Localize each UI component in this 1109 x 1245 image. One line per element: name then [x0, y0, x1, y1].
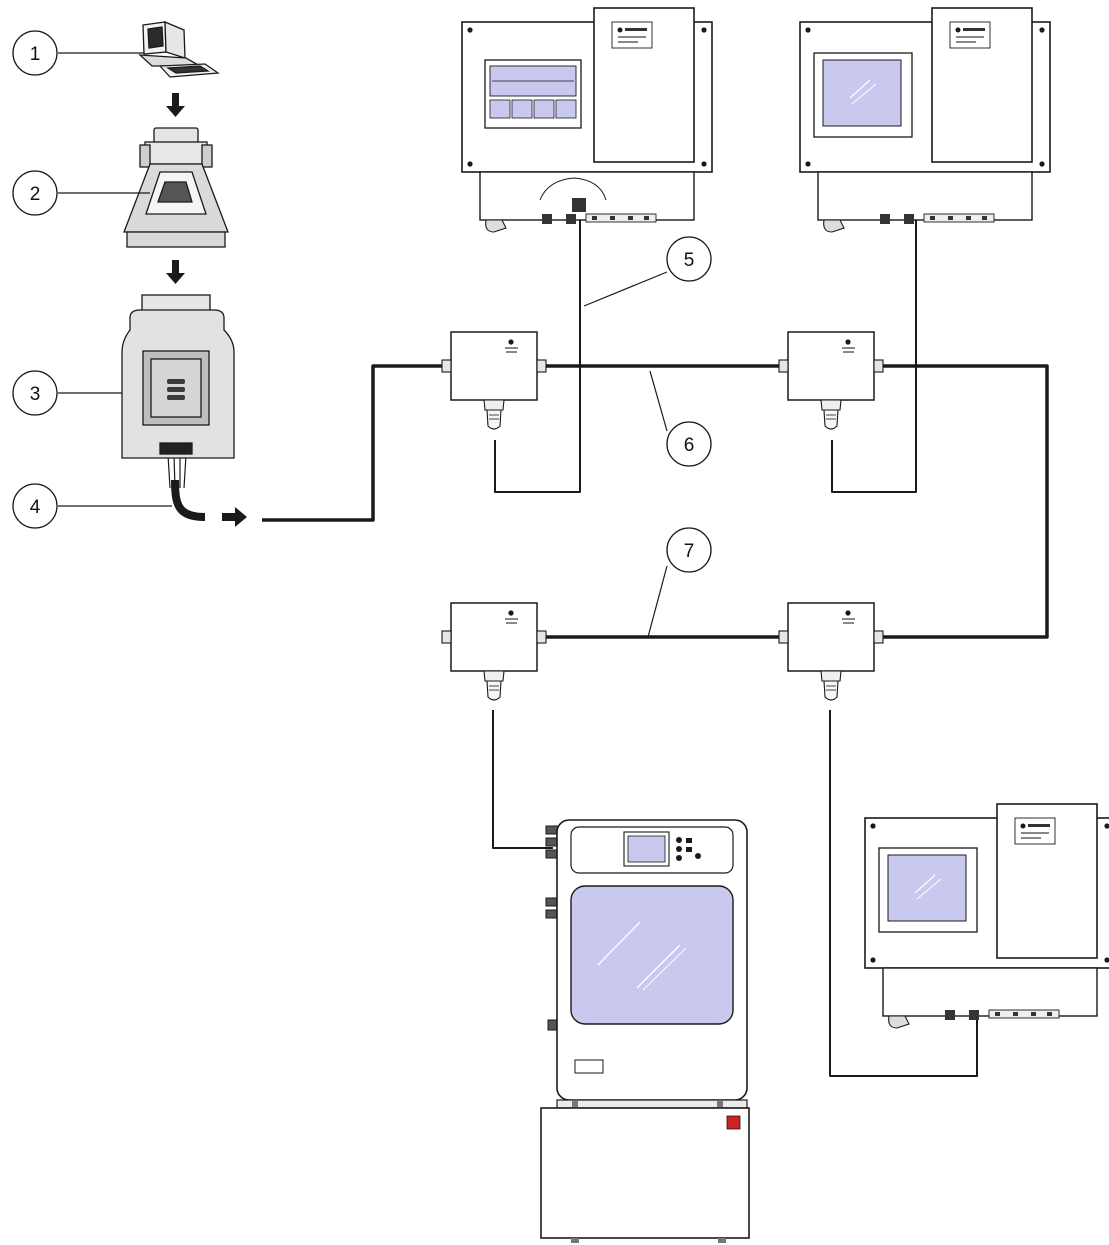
callout-6: 6 — [666, 421, 712, 467]
analyzer-unit-touchscreen — [864, 803, 1109, 1029]
serial-adapter-icon — [123, 127, 229, 248]
callout-label: 2 — [30, 184, 41, 205]
callout-label: 1 — [30, 44, 41, 65]
callout-label: 7 — [684, 541, 695, 562]
callout-3: 3 — [12, 370, 58, 416]
bus-cable-main — [262, 364, 446, 522]
analyzer-unit-keypad — [461, 7, 713, 233]
callout-4: 4 — [12, 483, 58, 529]
callout-2: 2 — [12, 170, 58, 216]
drop-cable-1 — [494, 215, 581, 493]
base-cabinet — [540, 1107, 750, 1243]
analyzer-unit-touchscreen — [799, 7, 1051, 233]
callout-5: 5 — [666, 236, 712, 282]
callout-label: 5 — [684, 250, 695, 271]
junction-box — [441, 331, 547, 430]
callout-label: 4 — [30, 497, 41, 518]
drop-cable-4 — [829, 710, 978, 1077]
computer-icon — [138, 21, 220, 78]
interface-converter-icon — [121, 294, 235, 459]
bus-cable-loop — [878, 364, 1049, 639]
arrow-right-icon — [222, 507, 247, 527]
arrows — [166, 93, 247, 527]
drop-cable-2 — [831, 215, 917, 493]
callout-label: 3 — [30, 384, 41, 405]
cables — [167, 215, 1049, 1077]
callouts — [58, 52, 668, 638]
arrow-down-icon — [166, 260, 185, 284]
junction-box — [778, 602, 884, 701]
callout-7: 7 — [666, 527, 712, 573]
drop-cable-3 — [492, 710, 553, 849]
panel-analyzer — [545, 819, 748, 1109]
junction-box — [441, 602, 547, 701]
callout-label: 6 — [684, 435, 695, 456]
arrow-down-icon — [166, 93, 185, 117]
callout-1: 1 — [12, 30, 58, 76]
junction-box — [778, 331, 884, 430]
